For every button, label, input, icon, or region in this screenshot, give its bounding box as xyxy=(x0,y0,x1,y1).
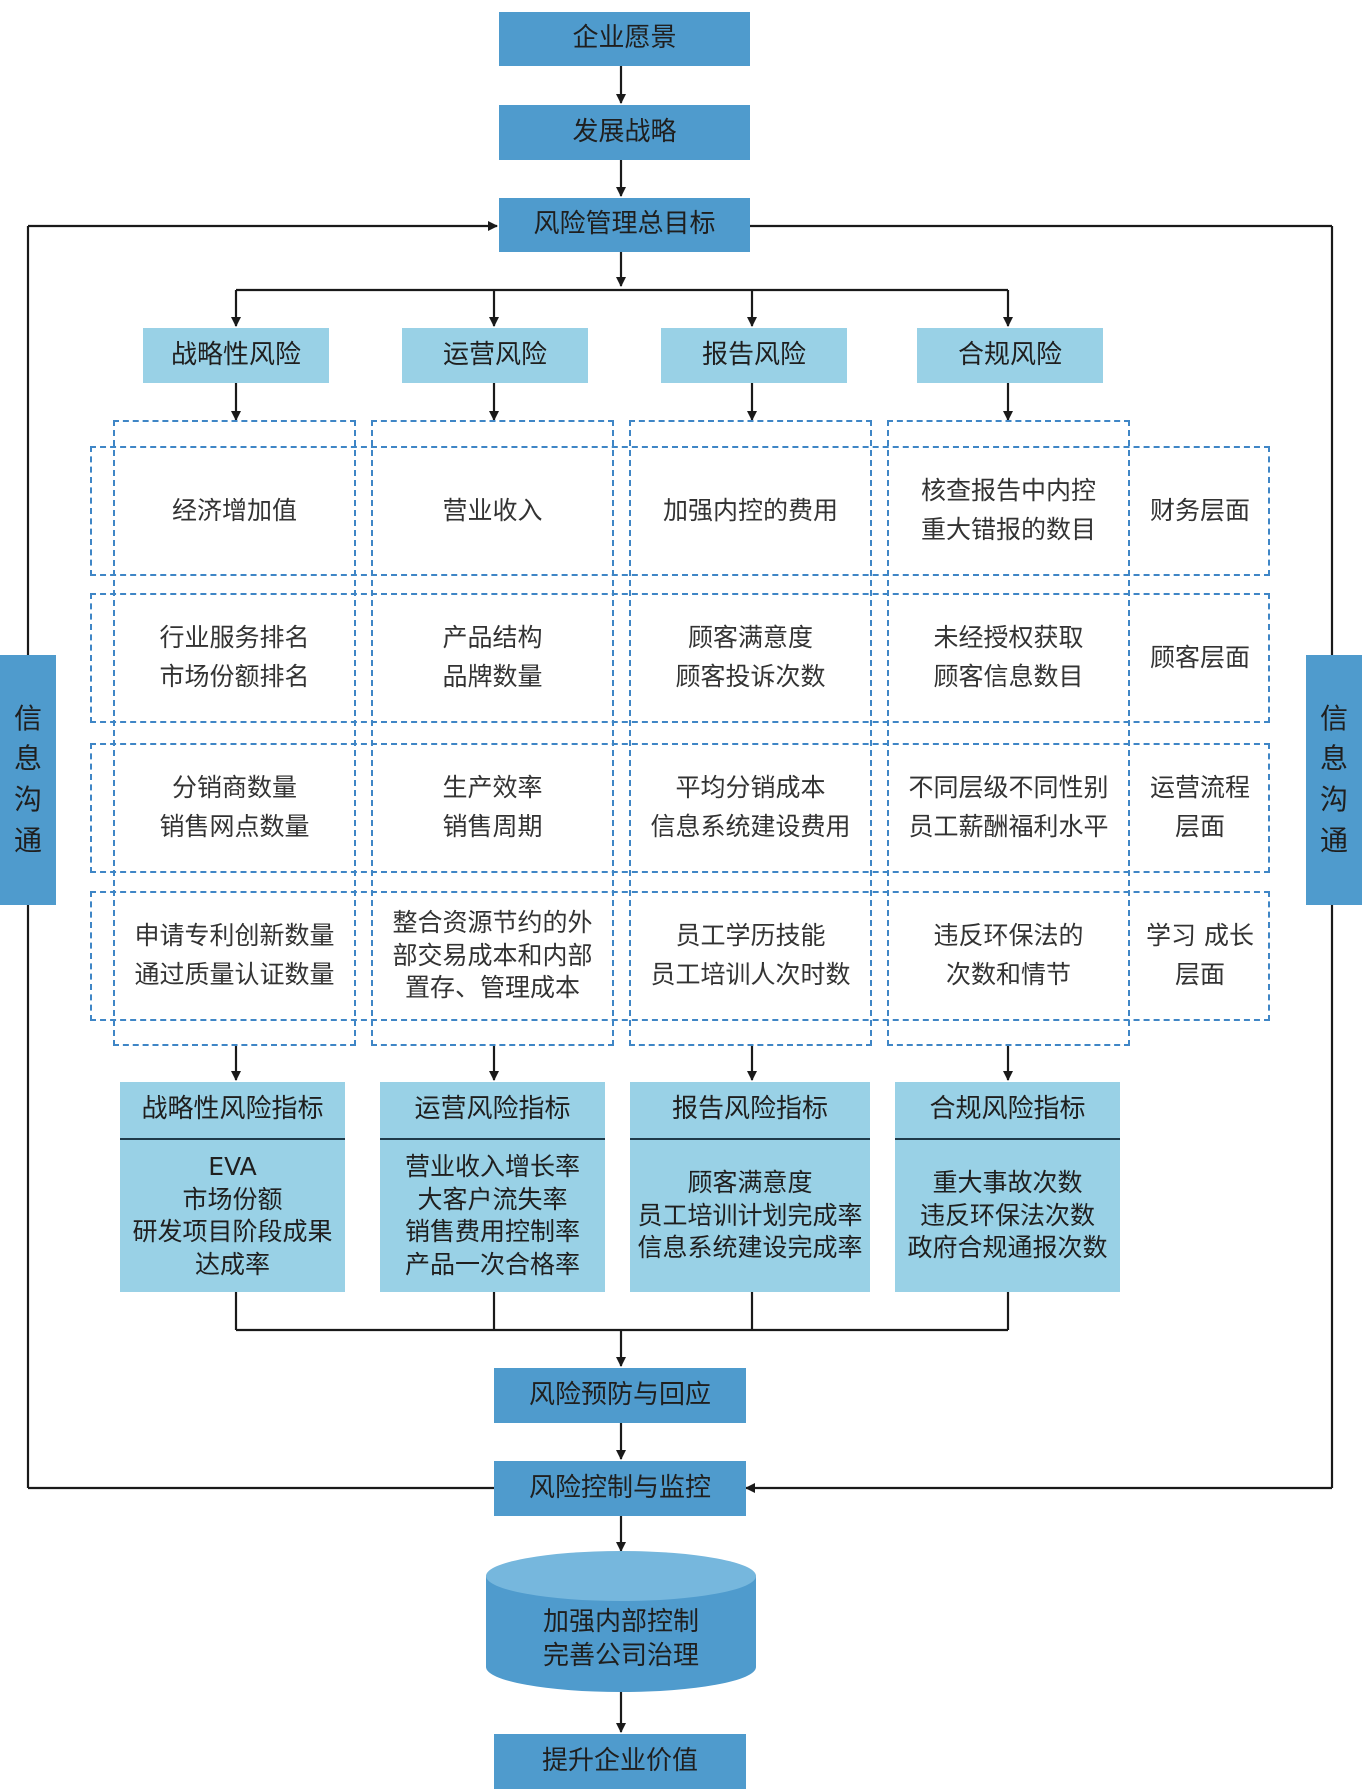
matrix-cell: 申请专利创新数量 通过质量认证数量 xyxy=(134,921,335,989)
risk-control-box: 风险控制与监控 xyxy=(494,1461,746,1516)
indicator-divider xyxy=(895,1138,1120,1140)
risk-prevention-box: 风险预防与回应 xyxy=(494,1368,746,1423)
matrix-cell: 顾客满意度 顾客投诉次数 xyxy=(675,623,826,691)
risk-reporting: 报告风险 xyxy=(661,328,847,383)
indicator-title: 运营风险指标 xyxy=(414,1094,571,1125)
matrix-row-learning xyxy=(90,891,1270,1021)
indicator-divider xyxy=(380,1138,605,1140)
indicator-operational: 运营风险指标 营业收入增长率 大客户流失率 销售费用控制率 产品一次合格率 xyxy=(380,1082,605,1292)
dimension-label: 运营流程 层面 xyxy=(1149,773,1250,841)
matrix-column-strategic xyxy=(113,420,356,1046)
indicator-items: 重大事故次数 违反环保法次数 政府合规通报次数 xyxy=(907,1168,1108,1263)
matrix-row-customer xyxy=(90,593,1270,723)
dimension-label: 顾客层面 xyxy=(1149,642,1250,672)
enterprise-vision-box: 企业愿景 xyxy=(499,12,750,66)
info-communication-left: 信 息 沟 通 xyxy=(0,655,56,905)
matrix-row-process xyxy=(90,743,1270,873)
indicator-title: 报告风险指标 xyxy=(671,1094,828,1125)
info-communication-right: 信 息 沟 通 xyxy=(1306,655,1362,905)
matrix-cell: 营业收入 xyxy=(442,495,543,525)
matrix-cell: 行业服务排名 市场份额排名 xyxy=(159,623,310,691)
matrix-cell: 平均分销成本 信息系统建设费用 xyxy=(650,773,851,841)
matrix-column-operational xyxy=(371,420,614,1046)
matrix-cell: 未经授权获取 顾客信息数目 xyxy=(933,623,1084,691)
dimension-label: 财务层面 xyxy=(1149,495,1250,525)
matrix-cell: 员工学历技能 员工培训人次时数 xyxy=(650,921,851,989)
indicator-strategic: 战略性风险指标 EVA 市场份额 研发项目阶段成果 达成率 xyxy=(120,1082,345,1292)
dimension-label: 学习 成长 层面 xyxy=(1146,921,1254,989)
development-strategy-box: 发展战略 xyxy=(499,105,750,160)
risk-operational: 运营风险 xyxy=(402,328,588,383)
indicator-divider xyxy=(630,1138,870,1140)
matrix-cell: 核查报告中内控 重大错报的数目 xyxy=(920,476,1096,544)
risk-compliance: 合规风险 xyxy=(917,328,1103,383)
indicator-title: 合规风险指标 xyxy=(929,1094,1086,1125)
matrix-cell: 不同层级不同性别 员工薪酬福利水平 xyxy=(908,773,1109,841)
matrix-cell: 加强内控的费用 xyxy=(662,495,838,525)
matrix-column-compliance xyxy=(887,420,1130,1046)
matrix-cell: 违反环保法的 次数和情节 xyxy=(933,921,1084,989)
internal-control-label: 加强内部控制 完善公司治理 xyxy=(542,1607,699,1671)
matrix-cell: 生产效率 销售周期 xyxy=(442,773,543,841)
indicator-divider xyxy=(120,1138,345,1140)
matrix-cell: 经济增加值 xyxy=(171,495,297,525)
indicator-items: 营业收入增长率 大客户流失率 销售费用控制率 产品一次合格率 xyxy=(404,1152,580,1279)
matrix-cell: 产品结构 品牌数量 xyxy=(442,623,543,691)
indicator-items: 顾客满意度 员工培训计划完成率 信息系统建设完成率 xyxy=(637,1168,863,1263)
matrix-column-reporting xyxy=(629,420,872,1046)
indicator-items: EVA 市场份额 研发项目阶段成果 达成率 xyxy=(132,1152,333,1279)
risk-strategic: 战略性风险 xyxy=(143,328,329,383)
indicator-reporting: 报告风险指标 顾客满意度 员工培训计划完成率 信息系统建设完成率 xyxy=(630,1082,870,1292)
matrix-cell: 整合资源节约的外 部交易成本和内部 置存、管理成本 xyxy=(392,908,593,1003)
matrix-cell: 分销商数量 销售网点数量 xyxy=(159,773,310,841)
matrix-row-finance xyxy=(90,446,1270,576)
enterprise-value-box: 提升企业价值 xyxy=(494,1734,746,1789)
indicator-title: 战略性风险指标 xyxy=(141,1094,324,1125)
risk-goal-box: 风险管理总目标 xyxy=(499,198,750,252)
indicator-compliance: 合规风险指标 重大事故次数 违反环保法次数 政府合规通报次数 xyxy=(895,1082,1120,1292)
internal-control-cylinder xyxy=(486,1551,756,1692)
